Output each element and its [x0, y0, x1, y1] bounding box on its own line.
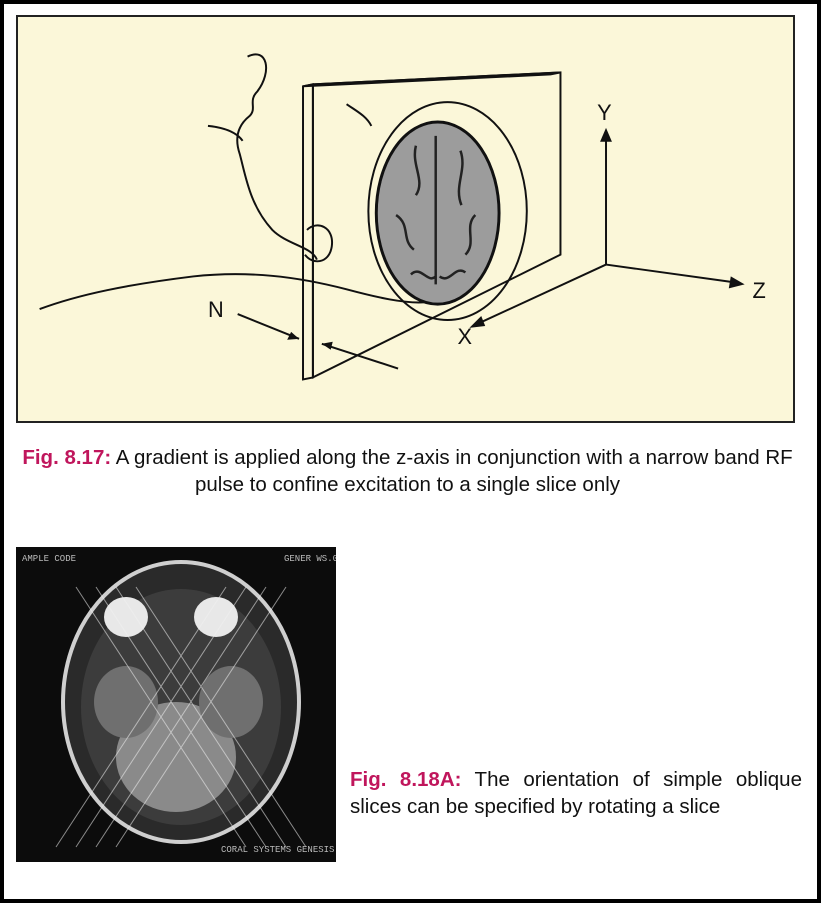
scan-text-top-right: GENER WS.04	[284, 554, 336, 564]
caption-label: Fig. 8.17:	[22, 446, 111, 469]
brain-slice	[376, 122, 499, 304]
caption-label: Fig. 8.18A:	[350, 768, 461, 791]
n-marker-label: N	[208, 297, 224, 322]
z-axis-label: Z	[753, 278, 766, 303]
figure-8-18a-mri-scan: AMPLE CODE GENER WS.04 CORAL SYSTEMS GEN…	[16, 547, 336, 862]
scan-text-bottom-right: CORAL SYSTEMS GENESIS SIGNA	[221, 845, 336, 855]
figure-8-17-illustration: Y Z X N	[16, 15, 795, 423]
caption-text: A gradient is applied along the z-axis i…	[111, 446, 792, 496]
figure-8-17-caption: Fig. 8.17: A gradient is applied along t…	[20, 444, 795, 498]
x-axis-label: X	[457, 324, 472, 349]
figure-8-18a-caption: Fig. 8.18A: The orientation of simple ob…	[350, 766, 802, 820]
scan-text-top-left: AMPLE CODE	[22, 554, 76, 564]
y-axis-label: Y	[597, 100, 612, 125]
